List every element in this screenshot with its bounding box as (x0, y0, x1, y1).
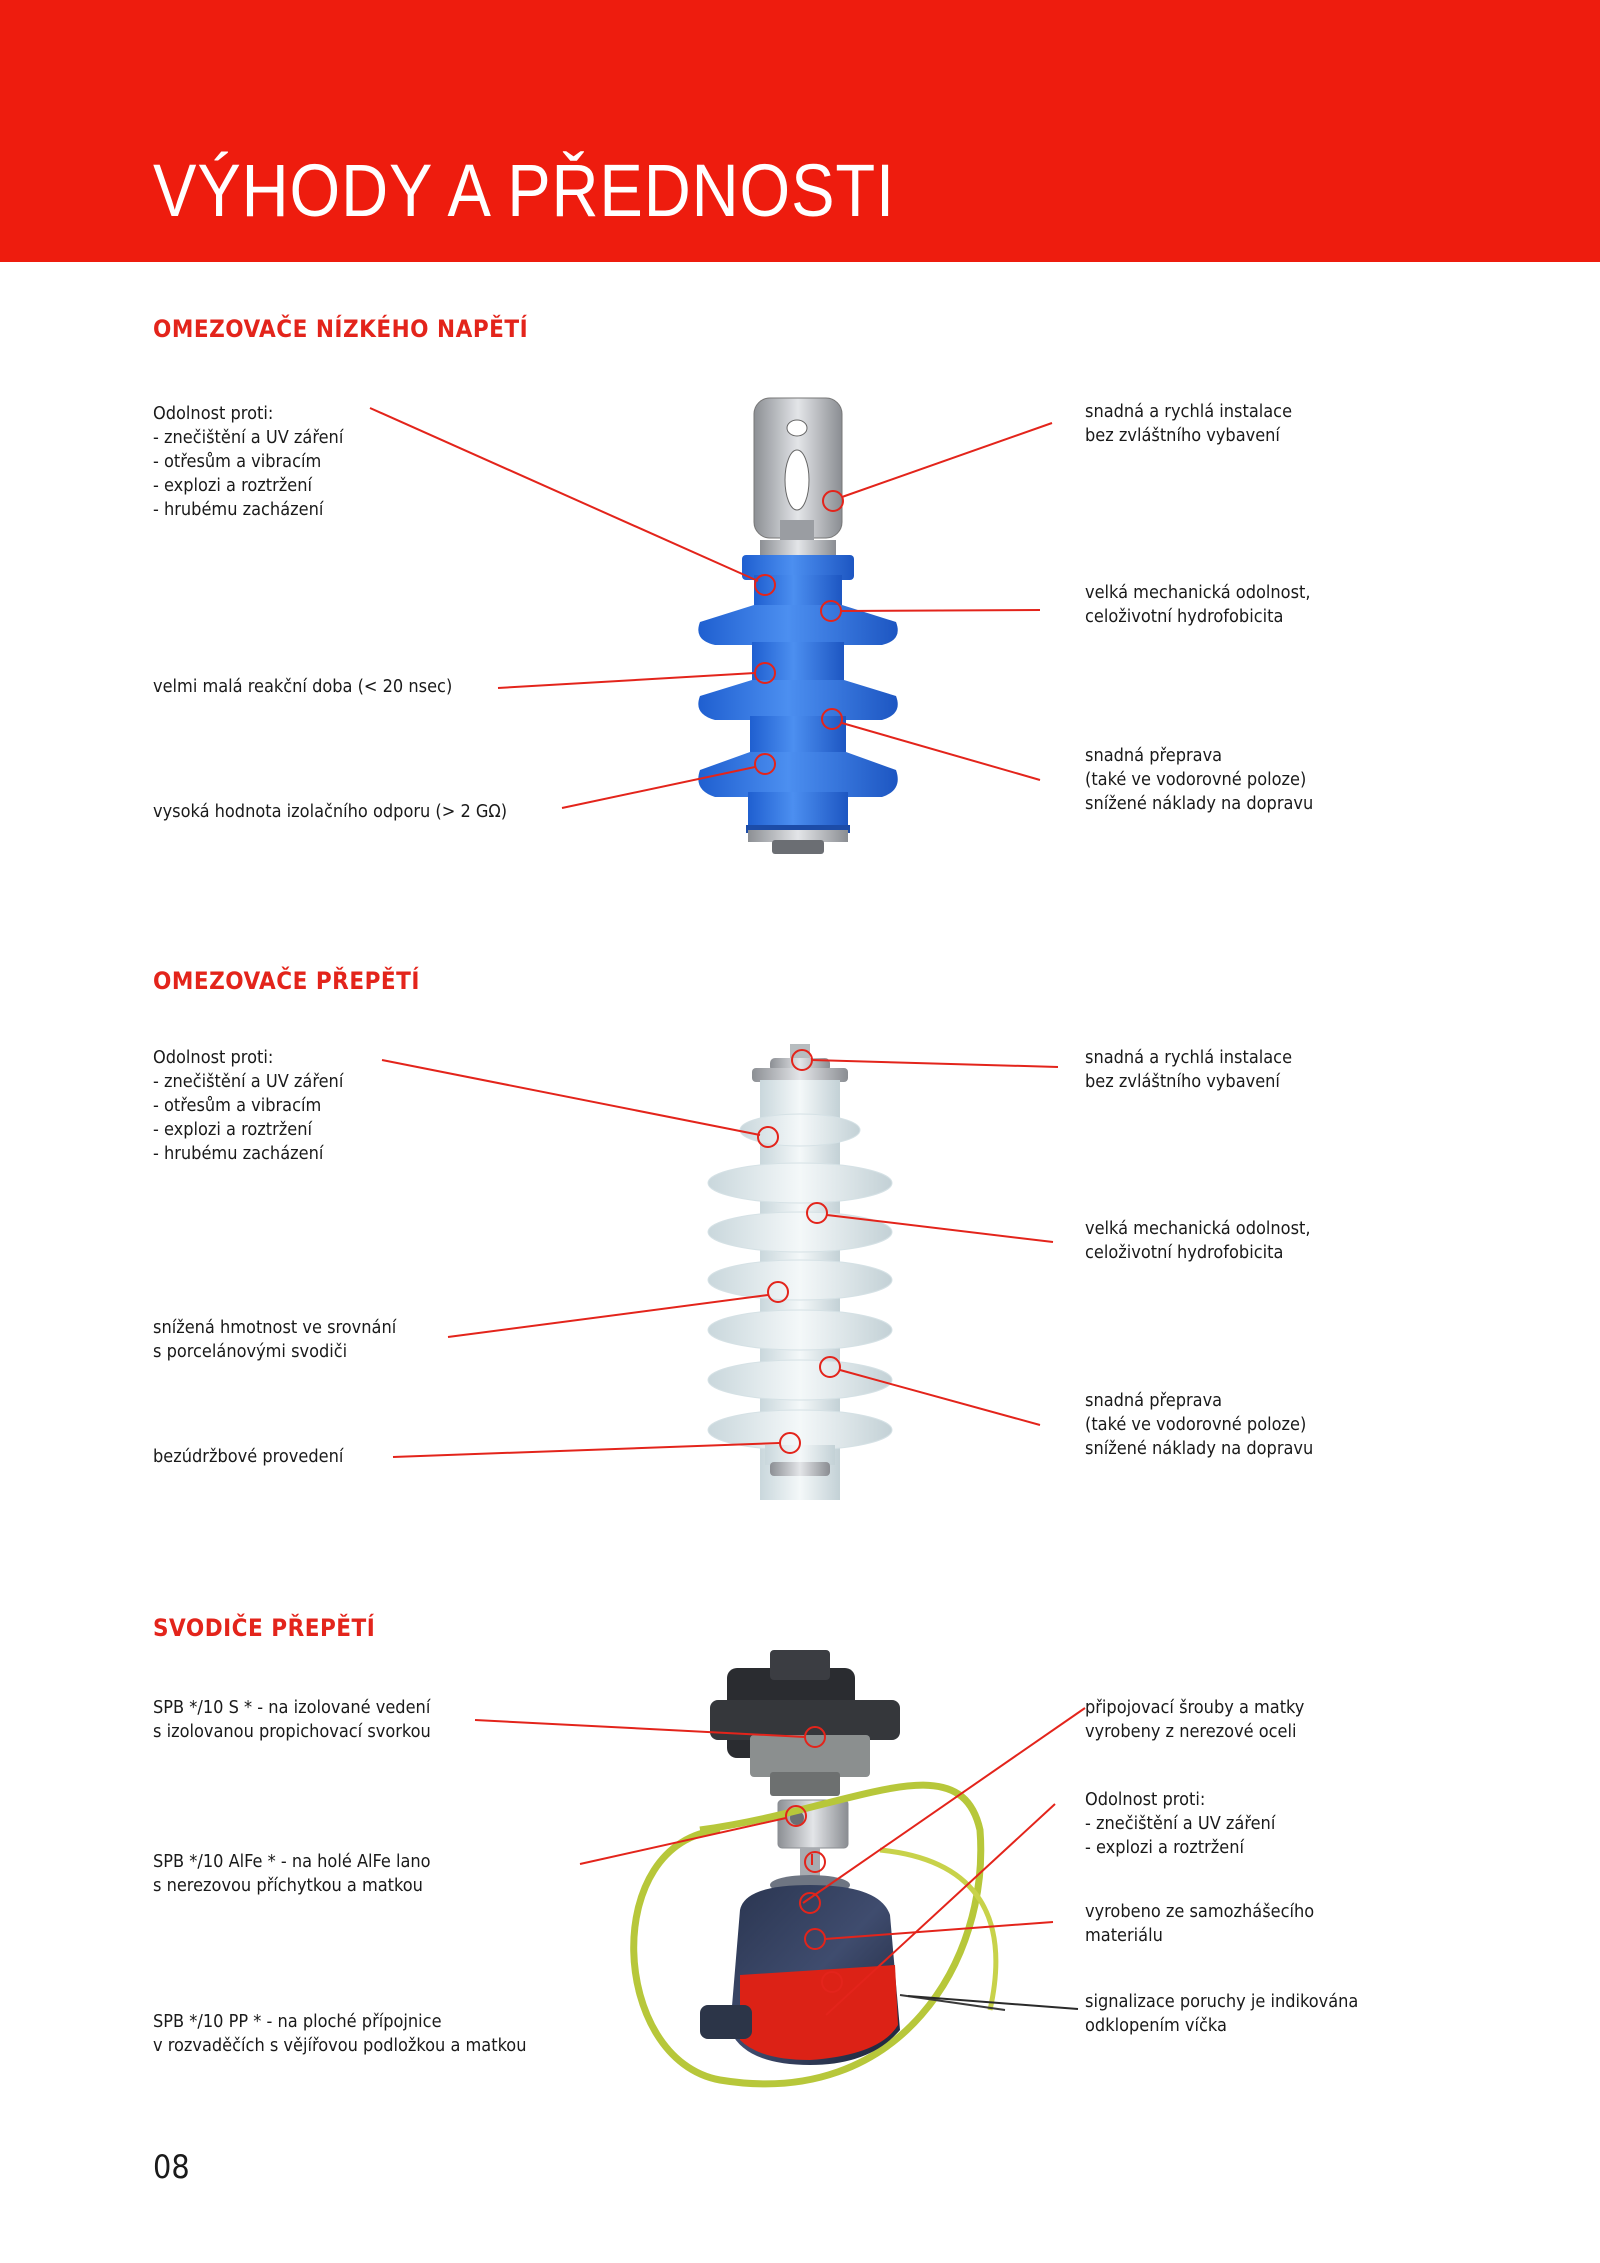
callout-fault-indication: signalizace poruchy je indikována odklop… (1085, 1991, 1359, 2036)
callout-easy-installation: snadná a rychlá instalace bez zvláštního… (1085, 401, 1293, 446)
callout-spb-s: SPB */10 S * - na izolované vedení s izo… (153, 1697, 431, 1742)
callout-self-extinguishing: vyrobeno ze samozhášecího materiálu (1085, 1901, 1315, 1946)
callout-insulation-resistance: vysoká hodnota izolačního odporu (> 2 GΩ… (153, 801, 508, 822)
callout-spb-alfe: SPB */10 AlFe * - na holé AlFe lano s ne… (153, 1851, 431, 1896)
callout-resistance: Odolnost proti: - znečištění a UV záření… (153, 1047, 344, 1164)
white-limiter-image (707, 1044, 893, 1500)
page-number: 08 (153, 2148, 190, 2186)
page-title: VÝHODY A PŘEDNOSTI (153, 149, 896, 232)
arrester-kit-image (630, 1650, 1006, 2088)
callout-mechanical-strength: velká mechanická odolnost, celoživotní h… (1085, 582, 1311, 627)
callout-maintenance-free: bezúdržbové provedení (153, 1446, 344, 1467)
blue-limiter-image (698, 397, 898, 854)
callout-spb-pp: SPB */10 PP * - na ploché přípojnice v r… (153, 2011, 527, 2056)
callout-stainless-bolts: připojovací šrouby a matky vyrobeny z ne… (1085, 1697, 1305, 1742)
callout-resistance: Odolnost proti: - znečištění a UV záření… (153, 403, 344, 520)
callout-mechanical-strength: velká mechanická odolnost, celoživotní h… (1085, 1218, 1311, 1263)
callout-resistance: Odolnost proti: - znečištění a UV záření… (1085, 1789, 1276, 1858)
callout-reaction-time: velmi malá reakční doba (< 20 nsec) (153, 676, 453, 697)
callout-easy-transport: snadná přeprava (také ve vodorovné poloz… (1085, 1390, 1314, 1459)
callout-reduced-weight: snížená hmotnost ve srovnání s porceláno… (153, 1317, 397, 1362)
section-heading-low-voltage: OMEZOVAČE NÍZKÉHO NAPĚTÍ (153, 315, 529, 343)
header-band: VÝHODY A PŘEDNOSTI (0, 0, 1600, 262)
callout-easy-installation: snadná a rychlá instalace bez zvláštního… (1085, 1047, 1293, 1092)
callout-easy-transport: snadná přeprava (také ve vodorovné poloz… (1085, 745, 1314, 814)
callout-lines (369, 407, 1086, 2016)
section-heading-surge-limiters: OMEZOVAČE PŘEPĚTÍ (153, 967, 420, 995)
section-heading-surge-arresters: SVODIČE PŘEPĚTÍ (153, 1614, 376, 1642)
